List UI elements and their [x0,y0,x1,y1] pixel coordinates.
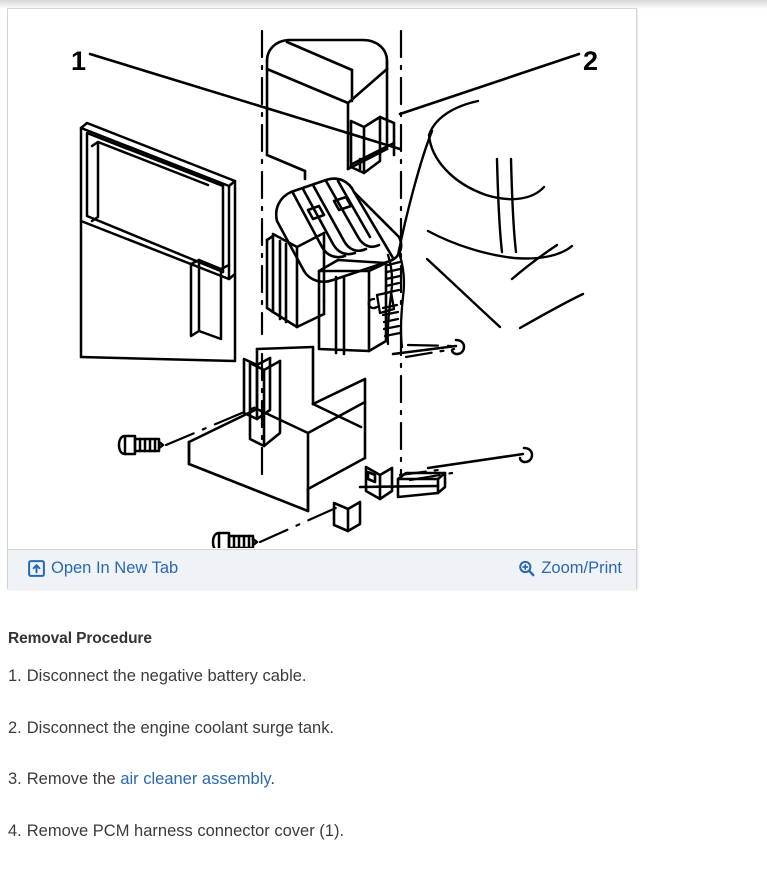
retainer-clip-lower-right [426,446,534,470]
retainer-clip-upper-right [391,338,466,356]
figure-toolbar: Open In New Tab Zoom/Print [8,549,636,589]
list-item: 1. Disconnect the negative battery cable… [8,666,748,687]
bolt-centerlines [164,343,456,544]
pcm-wiring-harness [367,251,406,349]
mounting-bolt-lower-left [211,531,259,548]
harness-connector-cover [265,38,396,181]
list-item: 4. Remove PCM harness connector cover (1… [8,821,748,842]
zoom-print-label: Zoom/Print [541,559,622,577]
step-text: Disconnect the negative battery cable. [26,667,307,685]
magnifier-plus-icon [518,560,535,577]
step-text-tail: . [270,770,275,789]
browser-chrome-strip [0,0,767,9]
procedure-section: Removal Procedure 1. Disconnect the nega… [8,630,748,873]
step-number: 1. [8,667,22,685]
pcm-exploded-view-drawing: 1 2 [8,9,636,548]
mounting-bolt-upper-left [117,434,165,456]
callout-number-1: 1 [71,46,86,76]
open-in-new-tab-link[interactable]: Open In New Tab [28,559,178,578]
list-item: 3. Remove the air cleaner assembly. [8,769,748,790]
removal-step-list: 1. Disconnect the negative battery cable… [8,666,748,842]
step-text: Disconnect the engine coolant surge tank… [26,718,335,737]
step-number: 2. [8,718,22,737]
external-link-icon [28,560,45,577]
callout-number-2: 2 [583,46,598,76]
step-number: 3. [8,770,22,789]
pcm-mounting-bracket [187,345,447,533]
access-cover-panel [79,121,237,363]
step-number: 4. [8,821,22,840]
air-cleaner-assembly-link[interactable]: air cleaner assembly [120,770,271,789]
step-text: Remove the air cleaner assembly. [27,769,275,790]
clip-centerlines [398,347,456,477]
page-title: Removal Procedure [8,630,152,647]
pcm-module [248,177,403,448]
step-text: Remove PCM harness connector cover (1). [26,821,345,840]
list-item: 2. Disconnect the engine coolant surge t… [8,718,748,739]
zoom-print-link[interactable]: Zoom/Print [518,559,622,578]
open-in-new-tab-label: Open In New Tab [51,559,179,577]
step-text-lead: Remove the [26,770,121,789]
figure-panel: 1 2 Open In New Tab Zoo [7,8,637,589]
technical-diagram: 1 2 [8,9,636,548]
